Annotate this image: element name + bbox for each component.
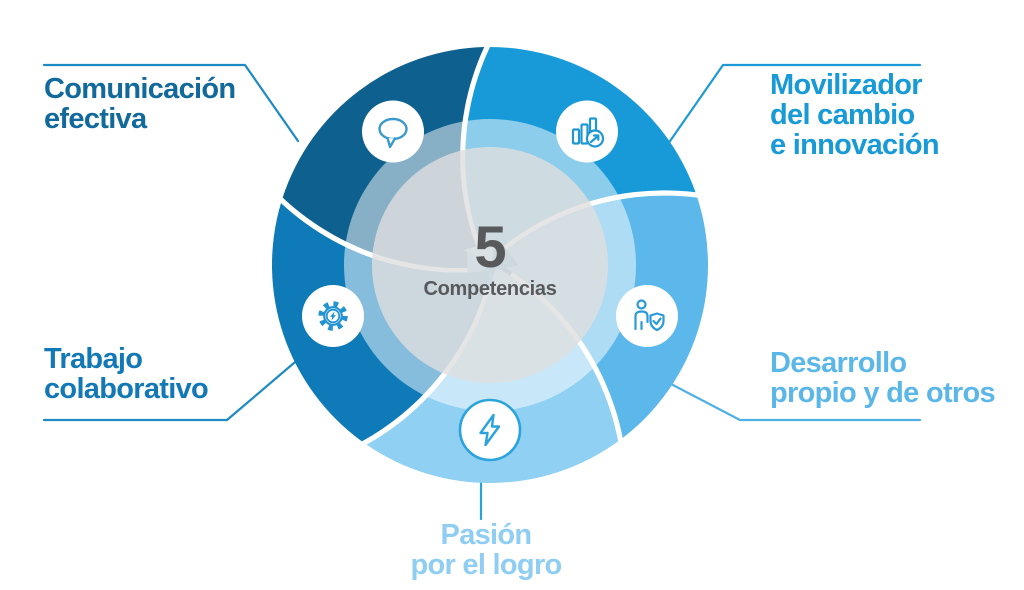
- bar-chart-growth-icon: [556, 100, 618, 163]
- center-text: 5 Competencias: [380, 215, 600, 301]
- label-line: Comunicación: [44, 73, 236, 105]
- label-line: colaborativo: [44, 372, 209, 405]
- label-movilizador: Movilizador del cambio e innovación: [770, 69, 940, 161]
- leader-line-trabajo: [42, 355, 303, 422]
- center-number: 5: [474, 215, 506, 280]
- label-comunicacion-efectiva: Comunicación efectiva: [44, 73, 236, 135]
- label-line: Desarrollo: [770, 347, 907, 379]
- speech-bubble-icon: [362, 100, 424, 163]
- leader-line-desarrollo: [669, 382, 922, 422]
- label-line: Movilizador: [770, 69, 923, 101]
- label-line: e innovación: [770, 128, 940, 161]
- icon-circle: [458, 398, 522, 462]
- label-line: propio y de otros: [770, 376, 996, 409]
- leader-lines: [42, 63, 922, 521]
- label-line: efectiva: [44, 102, 147, 135]
- label-line: del cambio: [770, 98, 915, 131]
- person-shield-icon: [616, 285, 678, 347]
- label-line: Pasión: [440, 519, 533, 551]
- label-line: por el logro: [410, 548, 562, 581]
- label-trabajo: Trabajo colaborativo: [44, 343, 209, 405]
- label-line: Trabajo: [44, 343, 143, 375]
- center-gray-circle: [372, 147, 608, 383]
- label-pasion: Pasión por el logro: [381, 519, 591, 581]
- lightning-bolt-icon: [458, 398, 522, 462]
- label-desarrollo: Desarrollo propio y de otros: [770, 347, 996, 409]
- leader-line-comunicacion: [42, 63, 300, 143]
- leader-line-movilizador: [666, 63, 922, 146]
- icon-circle: [362, 100, 424, 163]
- gear-energy-icon: [302, 285, 364, 347]
- center-label: Competencias: [423, 278, 557, 300]
- competency-flower: [195, 2, 761, 563]
